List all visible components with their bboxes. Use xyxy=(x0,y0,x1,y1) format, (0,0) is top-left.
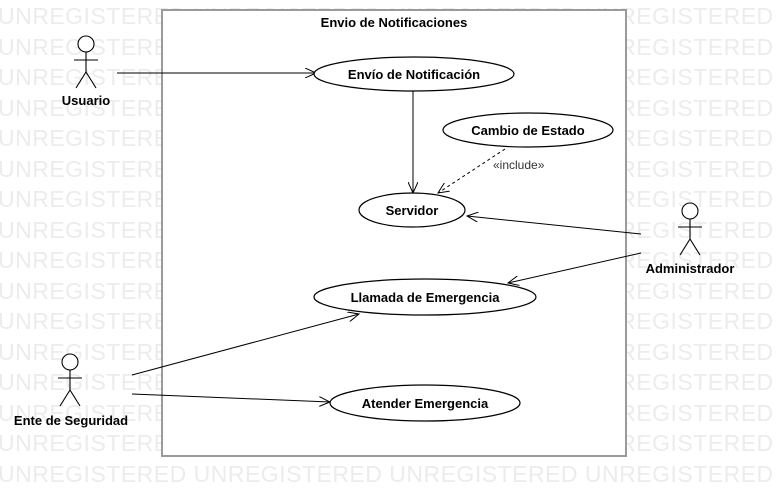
use-case-envio-notificacion[interactable]: Envío de Notificación xyxy=(313,56,515,92)
stick-figure-icon xyxy=(678,202,702,256)
include-stereotype: «include» xyxy=(493,158,545,172)
relations: «include» xyxy=(117,73,642,402)
use-case-label: Envío de Notificación xyxy=(348,67,480,82)
use-case-label: Llamada de Emergencia xyxy=(351,290,501,305)
actor-label: Administrador xyxy=(646,261,735,276)
use-case-label: Servidor xyxy=(386,203,439,218)
use-case-label: Cambio de Estado xyxy=(471,123,584,138)
actor-ente-seguridad[interactable]: Ente de Seguridad xyxy=(14,353,128,428)
stick-figure-icon xyxy=(58,353,82,407)
actor-label: Ente de Seguridad xyxy=(14,413,128,428)
use-case-label: Atender Emergencia xyxy=(362,396,489,411)
system-title: Envio de Notificaciones xyxy=(321,15,468,30)
use-case-llamada-emergencia[interactable]: Llamada de Emergencia xyxy=(313,278,537,316)
actor-label: Usuario xyxy=(62,93,110,108)
use-case-cambio-estado[interactable]: Cambio de Estado xyxy=(442,112,614,148)
ente-llamada-association[interactable] xyxy=(131,314,359,376)
actor-administrador[interactable]: Administrador xyxy=(646,202,735,276)
actor-usuario[interactable]: Usuario xyxy=(62,35,110,108)
watermark-text: UNREGISTERED UNREGISTERED UNREGISTERED U… xyxy=(0,460,779,487)
use-case-servidor[interactable]: Servidor xyxy=(358,192,466,228)
stick-figure-icon xyxy=(74,35,98,89)
include-dependency[interactable] xyxy=(438,148,506,193)
ente-atender-association[interactable] xyxy=(131,393,330,402)
administrador-servidor-association[interactable] xyxy=(467,216,642,235)
use-case-atender-emergencia[interactable]: Atender Emergencia xyxy=(329,384,521,422)
administrador-llamada-association[interactable] xyxy=(508,252,642,283)
